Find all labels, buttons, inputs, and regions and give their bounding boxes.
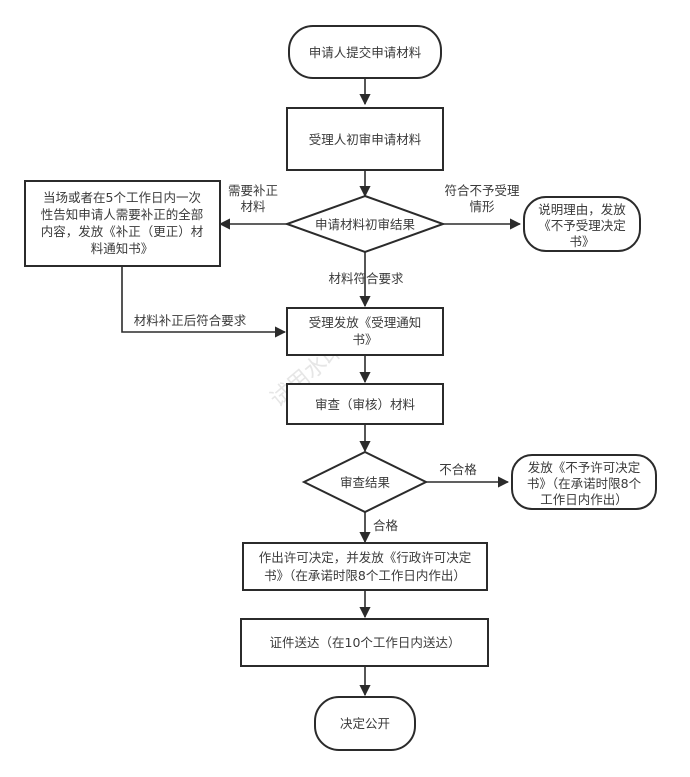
node-supplement-notice: 当场或者在5个工作日内一次 性告知申请人需要补正的全部 内容，发放《补正（更正）… <box>24 180 221 267</box>
node-deny-line-1: 发放《不予许可决定 <box>528 460 641 475</box>
node-accept-line-2: 书》 <box>352 332 377 347</box>
edge-labels: 需要补正 材料 符合不予受理 情形 材料符合要求 材料补正后符合要求 不合格 合… <box>134 183 520 533</box>
node-reject-line-2: 《不予受理决定 <box>538 218 626 233</box>
node-deny-line-2: 书》（在承诺时限8个 <box>527 476 642 491</box>
node-deny-line-3: 工作日内作出） <box>540 492 628 507</box>
edge-label-meets-requirements: 材料符合要求 <box>328 271 404 286</box>
edge-label-after-supplement: 材料补正后符合要求 <box>134 313 247 328</box>
node-initial-review-line: 受理人初审申请材料 <box>309 132 422 147</box>
node-grant-permit: 作出许可决定，并发放《行政许可决定 书》（在承诺时限8个工作日内作出） <box>242 542 488 591</box>
node-initial-review: 受理人初审申请材料 <box>286 107 444 171</box>
node-deliver: 证件送达（在10个工作日内送达） <box>240 618 489 667</box>
node-accept-line-1: 受理发放《受理通知 <box>309 315 422 330</box>
node-grant-line-2: 书》（在承诺时限8个工作日内作出） <box>264 568 466 583</box>
node-deny-permit: 发放《不予许可决定 书》（在承诺时限8个 工作日内作出） <box>511 454 657 510</box>
node-initial-result: 申请材料初审结果 <box>284 194 446 254</box>
node-grant-line-1: 作出许可决定，并发放《行政许可决定 <box>259 550 472 565</box>
node-submit-line: 申请人提交申请材料 <box>309 45 422 60</box>
edge-label-not-accepted-2: 情形 <box>469 199 495 214</box>
node-supplement-line-3: 内容，发放《补正（更正）材 <box>41 224 204 239</box>
node-exam-result-line: 审查结果 <box>340 475 391 490</box>
node-publish-line: 决定公开 <box>340 716 390 731</box>
edges <box>121 78 522 697</box>
node-initial-result-line: 申请材料初审结果 <box>315 217 416 232</box>
node-supplement-line-1: 当场或者在5个工作日内一次 <box>43 190 201 205</box>
node-exam-result: 审查结果 <box>301 450 429 514</box>
edge-label-unqualified: 不合格 <box>439 462 477 477</box>
node-supplement-line-2: 性告知申请人需要补正的全部 <box>41 207 204 222</box>
edge-label-qualified: 合格 <box>373 518 399 533</box>
edge-label-need-supplement-2: 材料 <box>240 199 266 214</box>
node-accept-notice: 受理发放《受理通知 书》 <box>286 307 444 356</box>
edge-label-need-supplement-1: 需要补正 <box>228 183 278 198</box>
node-supplement-line-4: 料通知书》 <box>91 241 154 256</box>
node-submit: 申请人提交申请材料 <box>288 25 442 79</box>
node-publish: 决定公开 <box>314 696 416 751</box>
node-reject-line-1: 说明理由，发放 <box>538 202 626 217</box>
edge-supplement-to-accept <box>121 266 287 338</box>
node-examine-line: 审查（审核）材料 <box>315 397 416 412</box>
node-reject-line-3: 书》 <box>569 234 594 249</box>
node-reject-accept: 说明理由，发放 《不予受理决定 书》 <box>523 196 641 252</box>
edge-label-not-accepted-1: 符合不予受理 <box>444 183 520 198</box>
node-deliver-line: 证件送达（在10个工作日内送达） <box>270 635 461 650</box>
node-examine: 审查（审核）材料 <box>286 383 444 425</box>
